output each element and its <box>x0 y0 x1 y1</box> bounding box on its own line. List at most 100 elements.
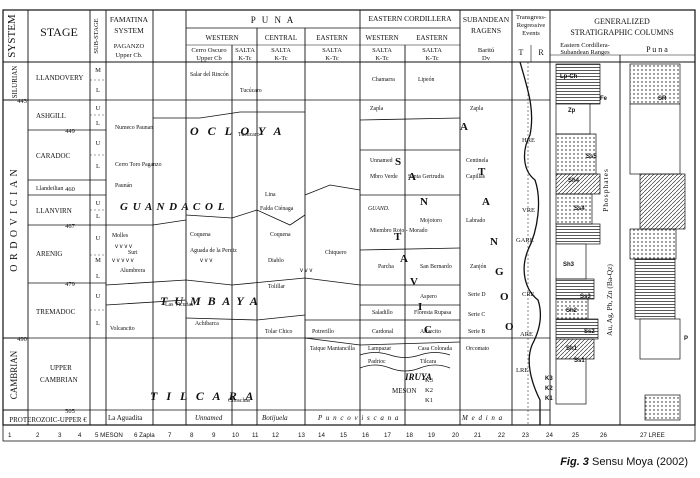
age-467: 467 <box>65 223 76 230</box>
tilcara-sub: Unnamed Botijuela P u n c o v i s c a n … <box>195 414 503 422</box>
boundary-lines <box>105 111 461 346</box>
svg-text:K3: K3 <box>425 377 433 384</box>
svg-text:Sh3: Sh3 <box>563 262 575 268</box>
svg-text:LRE: LRE <box>516 367 528 374</box>
svg-text:Volcancito: Volcancito <box>110 326 135 332</box>
header-gen-ec2: Subandean Ranges <box>560 49 610 56</box>
header-tr-t: T <box>519 48 524 57</box>
svg-text:U: U <box>96 200 101 207</box>
svg-text:M: M <box>95 257 101 264</box>
svg-text:K2: K2 <box>545 386 553 392</box>
header-tr-1: Transgress- <box>516 14 546 21</box>
svg-text:6 Zapla: 6 Zapla <box>134 432 155 439</box>
svg-text:M e d i n a: M e d i n a <box>461 414 503 422</box>
svg-text:U: U <box>96 235 101 242</box>
header-system: SYSTEM <box>6 14 18 58</box>
svg-text:L: L <box>96 120 100 127</box>
major-units: G U A N D A C O L T U M B A Y A O C L O … <box>120 124 432 403</box>
unit-sub-2: Dv <box>482 55 491 62</box>
svg-text:K1: K1 <box>425 397 433 404</box>
svg-text:26: 26 <box>600 432 607 439</box>
svg-text:L: L <box>96 213 100 220</box>
svg-text:18: 18 <box>406 432 413 439</box>
svg-text:T: T <box>478 166 486 178</box>
header-ec-eastern: EASTERN <box>416 34 448 42</box>
svg-text:16: 16 <box>362 432 369 439</box>
stage-lines <box>28 99 550 411</box>
stage-llanvirn: LLANVIRN <box>36 207 72 215</box>
header-tr-2: Regressive <box>517 22 546 29</box>
svg-text:Taique Mantancilla: Taique Mantancilla <box>310 346 355 352</box>
svg-text:Cerro Toro Paganzo: Cerro Toro Paganzo <box>115 162 162 168</box>
svg-text:Aguada de la Perdiz: Aguada de la Perdiz <box>190 248 237 254</box>
svg-text:T: T <box>394 231 402 243</box>
unit-pe-2: K-Tc <box>325 55 338 62</box>
svg-text:Cardonal: Cardonal <box>372 329 394 335</box>
svg-text:CRE: CRE <box>522 291 535 298</box>
header-central: CENTRAL <box>265 34 297 42</box>
svg-text:S: S <box>395 156 401 168</box>
svg-text:Serie B: Serie B <box>468 329 485 335</box>
header-tr-r: R <box>538 48 544 57</box>
svg-text:9: 9 <box>212 432 216 439</box>
unit-fam-2: Upper Cb. <box>115 52 142 59</box>
svg-text:Ss4: Ss4 <box>574 206 585 212</box>
svg-text:V: V <box>410 276 418 288</box>
unit-guandacol: G U A N D A C O L <box>120 201 225 213</box>
header-tr-3: Events <box>522 30 540 37</box>
svg-text:Diablo: Diablo <box>268 258 284 264</box>
svg-text:Alumbrera: Alumbrera <box>120 268 146 274</box>
unit-ece-2: K-Tc <box>425 55 438 62</box>
svg-text:GUAND.: GUAND. <box>368 206 389 212</box>
svg-text:A: A <box>482 196 490 208</box>
svg-text:U: U <box>96 140 101 147</box>
svg-text:19: 19 <box>428 432 435 439</box>
unit-pe-1: SALTA <box>322 47 342 54</box>
svg-text:Suri: Suri <box>128 250 138 256</box>
svg-text:U: U <box>96 293 101 300</box>
svg-text:L: L <box>96 87 100 94</box>
svg-text:25: 25 <box>572 432 579 439</box>
system-ordovician: O R D O V I C I A N <box>9 168 20 271</box>
unit-pw-1: Cerro Oscuro <box>191 47 226 54</box>
stage-cambrian: CAMBRIAN <box>40 376 78 384</box>
svg-text:Santa Gertrudis: Santa Gertrudis <box>408 174 445 180</box>
age-labels: 443 449 460 467 479 490 505 <box>17 98 76 415</box>
svg-text:Casa Colorada: Casa Colorada <box>418 346 452 352</box>
stage-upper: UPPER <box>50 364 72 372</box>
age-490: 490 <box>17 336 27 343</box>
svg-text:San Bernardo: San Bernardo <box>420 264 452 270</box>
svg-text:N: N <box>420 196 428 208</box>
header-famatina: FAMATINA <box>110 15 149 24</box>
figure-number: Fig. 3 <box>560 456 589 468</box>
svg-text:4: 4 <box>78 432 82 439</box>
system-labels: SILURIAN O R D O V I C I A N CAMBRIAN PR… <box>9 66 87 424</box>
svg-text:GARE: GARE <box>516 237 534 244</box>
la-aguadita: La Aguadita <box>108 414 143 422</box>
stage-tremadoc: TREMADOC <box>36 308 76 316</box>
svg-text:Zapla: Zapla <box>470 106 484 112</box>
svg-text:HRE: HRE <box>522 137 535 144</box>
svg-text:Tucúcaro: Tucúcaro <box>240 88 262 94</box>
svg-text:Unnamed: Unnamed <box>370 158 393 164</box>
svg-text:2: 2 <box>36 432 40 439</box>
svg-text:Falda Ciénaga: Falda Ciénaga <box>260 206 294 212</box>
svg-text:10: 10 <box>232 432 239 439</box>
svg-text:Phosphates: Phosphates <box>601 168 610 212</box>
svg-text:A: A <box>400 253 408 265</box>
system-cambrian: CAMBRIAN <box>9 350 19 399</box>
svg-text:Zapla: Zapla <box>370 106 384 112</box>
svg-text:v v v: v v v <box>300 268 312 274</box>
svg-text:G: G <box>495 266 504 278</box>
svg-text:Mojotoro: Mojotoro <box>420 218 442 224</box>
svg-text:Paunán: Paunán <box>115 183 132 189</box>
column-unit-headers: PAGANZO Upper Cb. Cerro Oscuro Upper Cb … <box>114 43 495 62</box>
svg-text:8: 8 <box>190 432 194 439</box>
svg-text:v v v v: v v v v <box>115 244 132 250</box>
header-substage: SUB-STAGE <box>93 18 100 53</box>
svg-text:M: M <box>95 67 101 74</box>
system-silurian: SILURIAN <box>11 66 19 99</box>
header-subandean-2: RAGENS <box>471 26 501 35</box>
unit-sub-1: Baritú <box>478 47 495 54</box>
